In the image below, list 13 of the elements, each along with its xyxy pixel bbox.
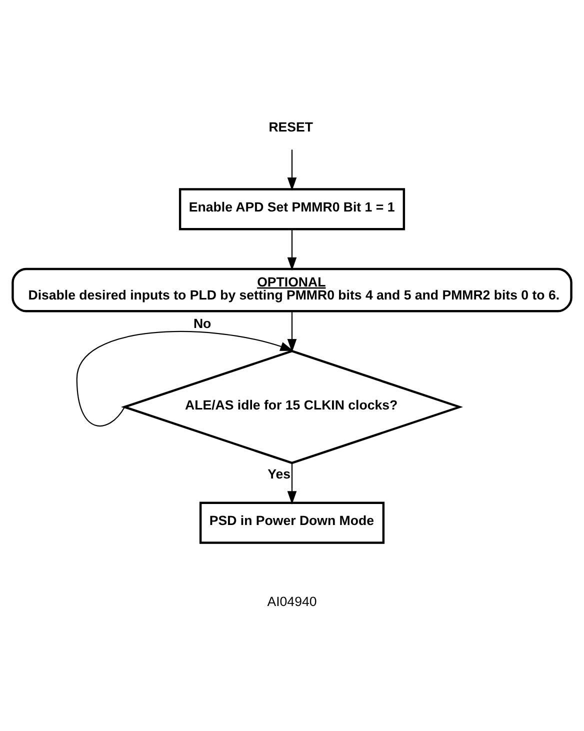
arrow bbox=[287, 462, 297, 504]
node-text: RESET bbox=[268, 119, 314, 134]
edge-label: No bbox=[193, 316, 212, 331]
arrow bbox=[287, 149, 297, 190]
node-box: Enable APD Set PMMR0 Bit 1 = 1 bbox=[178, 188, 406, 230]
arrow bbox=[76, 330, 294, 426]
edge-label: Yes bbox=[268, 466, 291, 481]
arrow bbox=[287, 228, 297, 270]
node-box: PSD in Power Down Mode bbox=[199, 501, 385, 544]
label: AI04940 bbox=[267, 594, 317, 609]
node-diamond: ALE/AS idle for 15 CLKIN clocks? bbox=[120, 349, 464, 464]
node-box: OPTIONAL Disable desired inputs to PLD by setting PMMR0 bits 4 and 5 and PMMR2 bits 0 to 6. bbox=[12, 267, 572, 312]
arrow bbox=[287, 310, 297, 352]
